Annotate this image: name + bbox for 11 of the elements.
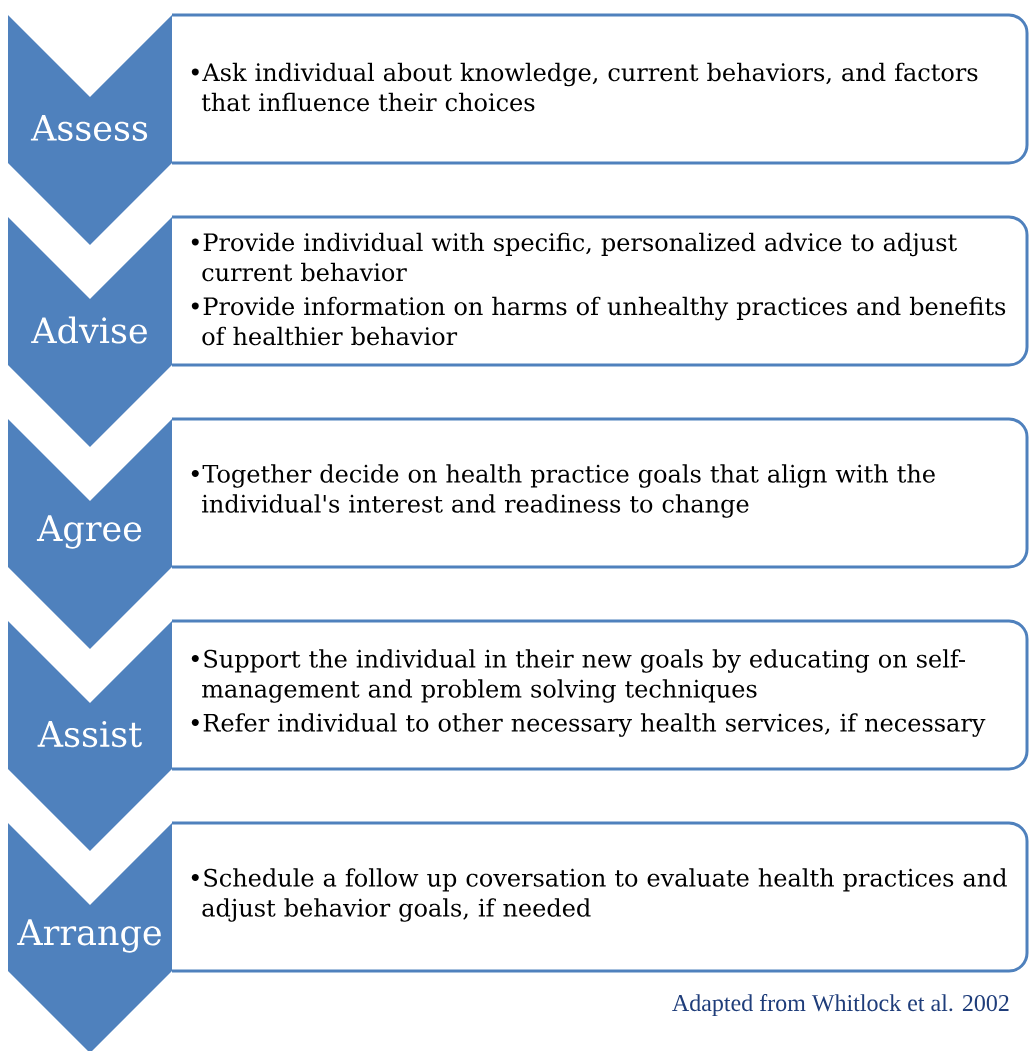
text-box: •Schedule a follow up coversation to evaluate health practices and adjust behavior goals, if needed bbox=[172, 821, 1029, 973]
text-box: •Together decide on health practice goals that align with the individual's interest and readiness to change bbox=[172, 417, 1029, 569]
step-tab: Advise bbox=[8, 217, 172, 447]
caption: Adapted from Whitlock et al. 2002 bbox=[672, 994, 1009, 1016]
step-tab: Agree bbox=[8, 419, 172, 649]
text-box: •Provide individual with specific, personalized advice to adjust current behavior •Provide information on harms of unhealthy practices and benefits of healthier behavior bbox=[172, 215, 1029, 367]
text-box: •Ask individual about knowledge, current behaviors, and factors that influence their choices bbox=[172, 13, 1029, 165]
step-tab: Assist bbox=[8, 621, 172, 851]
text-box: •Support the individual in their new goals by educating on self-management and problem solving techniques •Refer individual to other necessary health services, if necessary bbox=[172, 619, 1029, 771]
step-tab: Arrange bbox=[8, 823, 172, 1051]
step-tab: Assess bbox=[8, 15, 172, 245]
